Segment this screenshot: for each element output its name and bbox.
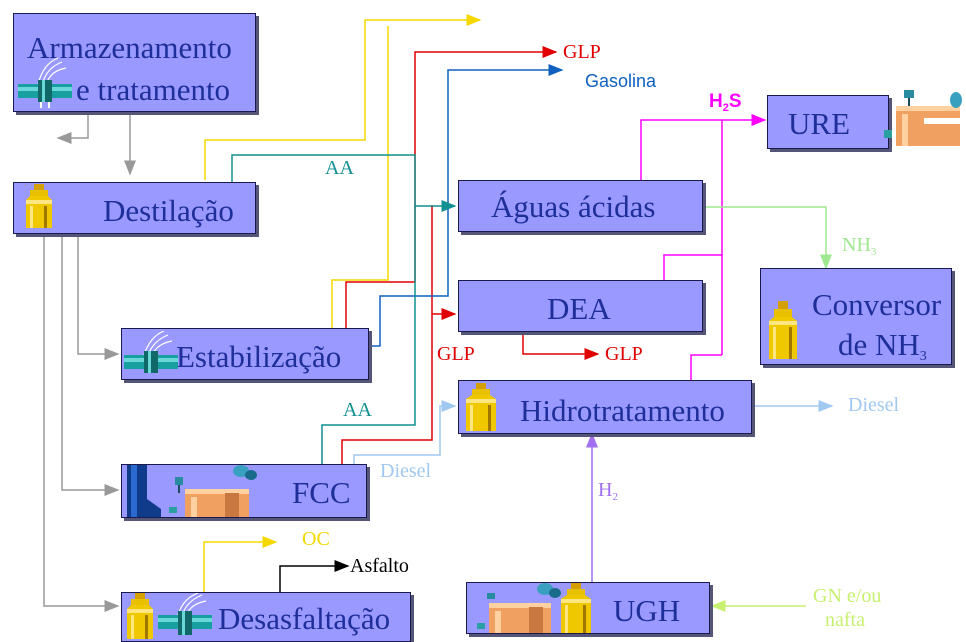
tank-icon <box>769 301 797 359</box>
box-fcc: FCC <box>121 464 367 518</box>
box-armazenamento-line1: Armazenamento <box>27 30 232 65</box>
box-ugh: UGH <box>466 582 710 634</box>
label-gn-line2: nafta <box>825 609 865 631</box>
tank-icon <box>466 383 496 431</box>
box-destilacao-label: Destilação <box>103 193 234 228</box>
reactor-icon <box>127 465 257 517</box>
label-gasolina-text: Gasolina <box>585 71 657 91</box>
label-diesel-fcc: Diesel <box>380 460 432 482</box>
box-ugh-label: UGH <box>613 593 681 628</box>
label-h2s-sub: 2 <box>722 102 729 114</box>
arrow-estabilizacao-yellow <box>331 26 389 328</box>
arrow-h2s-aguas <box>640 114 767 180</box>
valve-icon <box>158 593 212 635</box>
box-destilacao: Destilação <box>13 182 256 234</box>
arrow-h2s-dea <box>663 120 723 280</box>
arrow-nh3 <box>702 206 832 270</box>
arrow-asfalto <box>279 560 350 592</box>
label-h2s: H2S <box>709 92 742 114</box>
box-armazenamento: Armazenamento e tratamento <box>13 13 256 112</box>
label-gasolina: Gasolina <box>585 72 656 90</box>
label-oc: OC <box>302 528 330 550</box>
box-fcc-label: FCC <box>292 475 351 510</box>
label-h2-main: H <box>598 479 613 501</box>
box-hidrotratamento: Hidrotratamento <box>458 380 752 434</box>
label-diesel-out: Diesel <box>848 394 900 416</box>
label-aa-fcc: AA <box>343 399 372 421</box>
label-h2: H2 <box>598 480 618 503</box>
box-estabilizacao-label: Estabilização <box>176 339 342 374</box>
label-gn-line1: GN e/ou <box>813 585 882 607</box>
label-asfalto: Asfalto <box>350 555 409 577</box>
arrow-destilacao-to-desasfaltacao <box>43 232 120 612</box>
label-glp-mid-left: GLP <box>437 343 475 365</box>
box-aguas-acidas-label: Águas ácidas <box>491 189 656 224</box>
arrow-desasfaltacao-oc <box>203 536 278 592</box>
label-glp-top: GLP <box>563 41 601 63</box>
box-dea-label: DEA <box>547 291 611 326</box>
label-nh3: NH3 <box>842 235 876 258</box>
box-estabilizacao: Estabilização <box>121 328 369 380</box>
tank-icon <box>26 184 52 228</box>
label-h2s-main: H <box>709 91 723 112</box>
valve-icon <box>124 331 178 373</box>
box-dea: DEA <box>458 280 703 332</box>
arrow-gasolina <box>367 64 564 347</box>
arrow-aa-destilacao <box>231 154 457 212</box>
label-nh3-main: NH <box>842 234 871 256</box>
box-ure-label: URE <box>788 106 850 141</box>
tank-icon <box>127 593 153 639</box>
arrow-destilacao-to-fcc <box>61 232 120 496</box>
box-hidrotratamento-label: Hidrotratamento <box>520 393 725 428</box>
reactor-icon <box>884 90 962 146</box>
box-aguas-acidas: Águas ácidas <box>458 180 703 232</box>
box-conversor-line2: de NH3 <box>838 329 927 364</box>
box-conversor: Conversor de NH3 <box>760 268 952 365</box>
label-h2s-end: S <box>728 91 742 112</box>
box-ure: URE <box>767 95 889 149</box>
arrow-dea-glp <box>522 330 600 360</box>
arrow-aa-fcc <box>321 206 416 464</box>
box-desasfaltacao: Desasfaltação <box>121 592 411 642</box>
label-h2-sub: 2 <box>612 491 618 503</box>
box-conversor-line1: Conversor <box>812 287 942 322</box>
box-conversor-line2-sub: 3 <box>919 349 927 364</box>
reactor-icon <box>477 583 591 633</box>
label-glp-mid-right: GLP <box>605 343 643 365</box>
arrow-diesel-fcc <box>353 400 457 464</box>
box-armazenamento-line2: e tratamento <box>76 72 231 107</box>
box-conversor-line2-main: de NH <box>838 327 920 362</box>
arrow-h2s-hidro <box>690 354 722 380</box>
label-aa-top: AA <box>325 157 354 179</box>
arrow-destilacao-to-estabilizacao <box>77 232 120 360</box>
arrow-fcc-red <box>341 308 457 464</box>
label-nh3-sub: 3 <box>870 246 877 258</box>
arrow-armazenamento-return <box>56 112 89 144</box>
box-desasfaltacao-label: Desasfaltação <box>218 601 391 636</box>
arrow-destilacao-yellow-top <box>204 14 482 180</box>
valve-icon <box>18 57 72 108</box>
